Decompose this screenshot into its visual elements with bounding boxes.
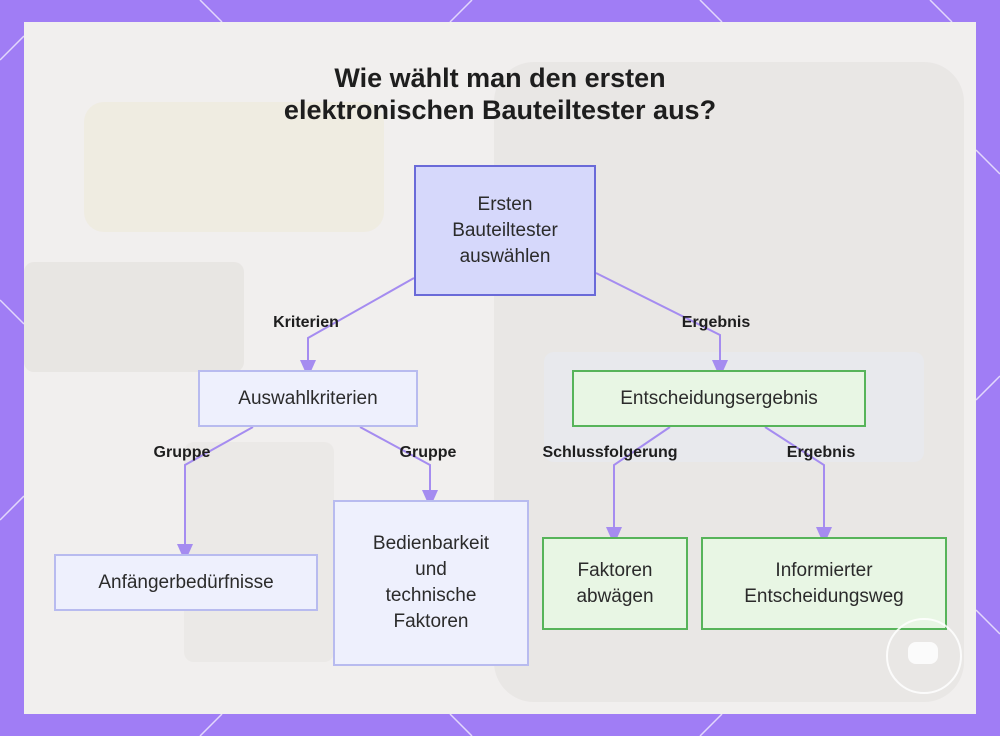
chat-bubble-icon xyxy=(886,618,962,694)
node-root: Ersten Bauteiltester auswählen xyxy=(414,165,596,296)
node-faktoren-abwaegen-line-1: Faktoren xyxy=(577,559,653,581)
node-bedienbarkeit-line-4: Faktoren xyxy=(393,611,469,632)
connector-root-result xyxy=(595,272,728,378)
node-informierter-entscheidungsweg: Informierter Entscheidungsweg xyxy=(701,537,947,630)
node-bedienbarkeit-line-1: Bedienbarkeit xyxy=(372,533,490,554)
node-entscheidungsergebnis: Entscheidungsergebnis xyxy=(572,370,866,427)
edge-label-gruppe-right: Gruppe xyxy=(399,444,457,461)
title-line-1: Wie wählt man den ersten xyxy=(334,63,666,93)
edge-label-gruppe-left: Gruppe xyxy=(153,444,211,461)
edge-label-kriterien: Kriterien xyxy=(273,314,339,331)
node-bedienbarkeit-line-2: und xyxy=(415,559,447,580)
edge-label-ergebnis-top: Ergebnis xyxy=(681,314,751,331)
node-anfaengerbeduerfnisse: Anfängerbedürfnisse xyxy=(54,554,318,611)
node-faktoren-abwaegen-line-2: abwägen xyxy=(576,585,654,607)
connector-root-criteria xyxy=(300,277,415,378)
node-informierter-line-1: Informierter xyxy=(775,559,873,581)
connector-criteria-beginner xyxy=(177,426,254,562)
connector-result-informed xyxy=(764,426,832,545)
edge-label-ergebnis-bottom: Ergebnis xyxy=(786,444,856,461)
node-root-line-2: Bauteiltester xyxy=(452,219,558,241)
node-bedienbarkeit-line-3: technische xyxy=(385,585,477,606)
edge-label-schlussfolgerung: Schlussfolgerung xyxy=(542,444,678,461)
node-informierter-line-2: Entscheidungsweg xyxy=(744,585,904,607)
connector-criteria-usability xyxy=(359,426,438,508)
node-auswahlkriterien: Auswahlkriterien xyxy=(198,370,418,427)
node-faktoren-abwaegen: Faktoren abwägen xyxy=(542,537,688,630)
node-root-line-1: Ersten xyxy=(477,193,533,215)
node-bedienbarkeit: Bedienbarkeit und technische Faktoren xyxy=(333,500,529,666)
node-anfaengerbeduerfnisse-label: Anfängerbedürfnisse xyxy=(98,571,274,593)
node-entscheidungsergebnis-label: Entscheidungsergebnis xyxy=(620,387,818,409)
title-line-2: elektronischen Bauteiltester aus? xyxy=(283,95,717,125)
connector-result-weigh xyxy=(606,426,671,545)
node-auswahlkriterien-label: Auswahlkriterien xyxy=(238,387,378,409)
diagram-title: Wie wählt man den ersten elektronischen … xyxy=(0,62,1000,126)
node-root-line-3: auswählen xyxy=(459,245,551,267)
